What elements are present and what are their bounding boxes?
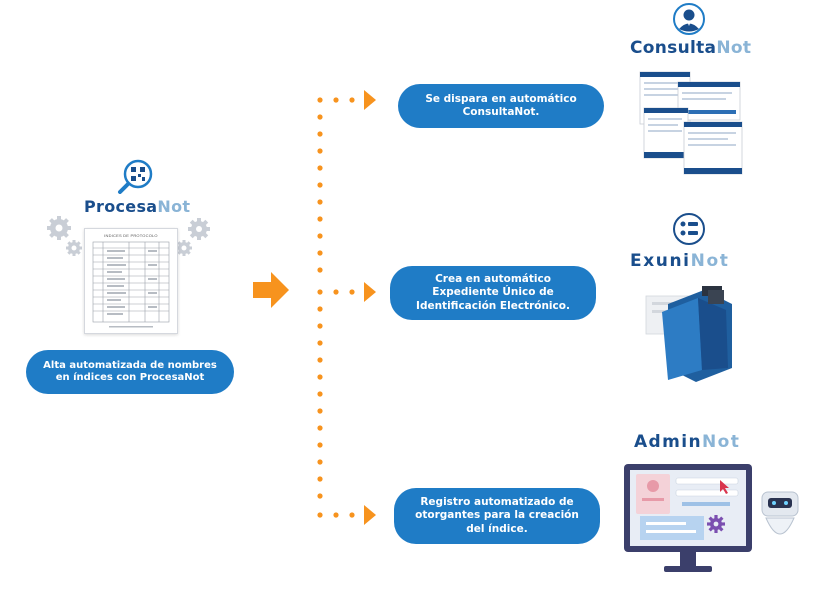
user-avatar-icon [673, 3, 705, 35]
consultanot-title-part2: Not [716, 38, 752, 58]
exuninot-title-part1: Exuni [630, 251, 691, 271]
step-consultanot: Se dispara en automático ConsultaNot. [398, 84, 604, 128]
gears-left-icon [47, 216, 82, 256]
procesanot-title-part1: Procesa [84, 197, 158, 216]
procesanot-caption: Alta automatizada de nombres en índices … [26, 350, 234, 394]
exuninot-title-part2: Not [690, 251, 730, 271]
procesanot-title-part2: Not [157, 197, 191, 216]
step-2-line1: Crea en automático [435, 273, 551, 286]
folder-icon [645, 286, 732, 382]
procesanot-caption-line2: en índices con ProcesaNot [55, 372, 205, 383]
step-adminnot: Registro automatizado de otorgantes para… [394, 488, 600, 544]
id-list-icon [673, 213, 705, 245]
gears-right-icon [176, 218, 210, 256]
step-exuninot: Crea en automático Expediente Único de I… [390, 266, 596, 320]
adminnot-title-part2: Not [701, 432, 741, 452]
step-3-line2: otorgantes para la creación [415, 509, 579, 522]
procesanot-caption-line1: Alta automatizada de nombres [43, 359, 217, 371]
dotted-connector [317, 90, 376, 525]
document-table-lines [92, 241, 170, 328]
index-document-title: INDICES DE PROTOCOLO [104, 233, 158, 238]
index-document: INDICES DE PROTOCOLO [84, 228, 178, 334]
step-2-line3: Identificación Electrónico. [416, 299, 570, 312]
step-1-line1: Se dispara en automático [425, 92, 577, 105]
magnifier-qr-icon [118, 159, 153, 194]
consultanot-title: ConsultaNot [630, 38, 751, 58]
monitor-admin-icon [624, 464, 799, 572]
procesanot-title: ProcesaNot [84, 197, 190, 216]
step-2-line2: Expediente Único de [432, 286, 554, 299]
step-3-line1: Registro automatizado de [420, 496, 574, 509]
consultanot-title-part1: Consulta [630, 38, 717, 58]
exuninot-title: ExuniNot [630, 251, 729, 271]
adminnot-title: AdminNot [634, 432, 740, 452]
adminnot-title-part1: Admin [634, 432, 702, 452]
procesanot-logo [116, 158, 156, 194]
step-1-line2: ConsultaNot. [462, 106, 540, 118]
consultanot-screens [639, 71, 743, 175]
main-arrow-icon [253, 272, 289, 308]
step-3-line3: del índice. [466, 522, 528, 535]
